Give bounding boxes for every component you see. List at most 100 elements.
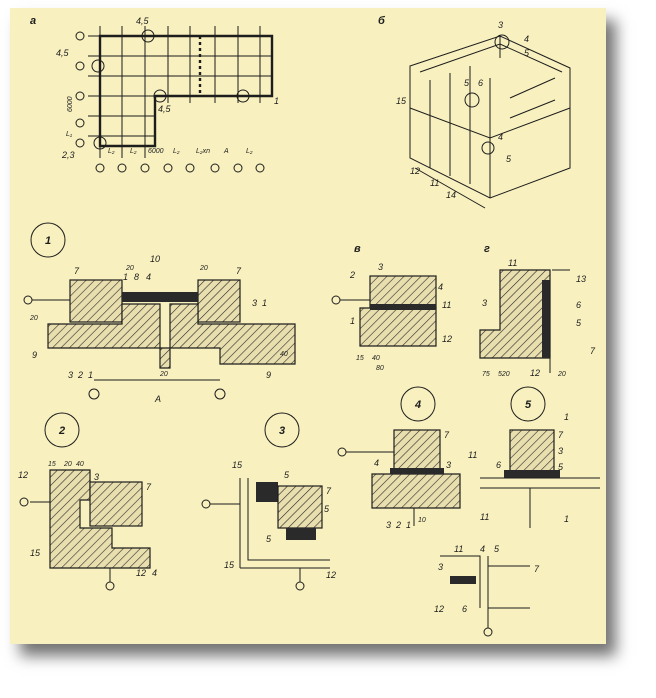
d1-label-3b: 3 [68,370,73,380]
plan-grid: а 4,5 4,5 4,5 1 2,3 6000 L₁ L₂ L₂ 6000 L… [30,15,279,173]
detail-1: 1 A 7 7 10 8 4 1 3 1 9 9 3 2 1 20 20 20 … [23,222,296,404]
d2-dim-20: 20 [63,461,72,468]
detail-2-number: 2 [58,425,65,437]
detail-3-number: 3 [279,425,285,437]
pv-label-11: 11 [442,300,451,310]
pg-dim-75: 75 [482,371,490,378]
d2-label-7: 7 [146,482,152,492]
panel-g-label: г [484,243,490,255]
iso-label-12: 12 [410,166,420,176]
detail-1-number: 1 [45,235,51,247]
ds-label-7: 7 [534,564,540,574]
detail-5-number: 5 [525,399,532,411]
plan-label-45-left: 4,5 [56,48,70,58]
d3-label-5c: 5 [266,534,272,544]
d1-dim-20a: 20 [125,265,134,272]
d1-label-7a: 7 [74,266,80,276]
pv-dim-40: 40 [372,355,380,362]
d2-label-12a: 12 [18,470,28,480]
d2-label-15: 15 [30,548,41,558]
d1-label-4: 4 [146,272,151,282]
d5-label-7: 7 [558,430,564,440]
d2-label-3: 3 [94,472,99,482]
ds-label-12: 12 [434,604,444,614]
panel-g: г 11 13 6 5 7 3 75 520 12 20 [479,243,596,378]
pv-label-4: 4 [438,282,443,292]
d1-label-9a: 9 [32,350,37,360]
pg-label-5: 5 [576,318,582,328]
iso-label-15: 15 [396,96,407,106]
plan-label-1: 1 [274,96,279,106]
detail-2-circle [44,412,80,448]
d1-label-1c: 1 [88,370,93,380]
d4-label-2: 2 [395,520,401,530]
d4-label-3: 3 [446,460,451,470]
detail-4: 4 7 11 3 4 3 2 1 10 [337,386,477,530]
panel-v: в 3 2 4 11 12 1 15 40 80 [331,243,452,372]
detail-4-number: 4 [414,399,421,411]
plan-label-23: 2,3 [61,150,75,160]
d1-dim-20d: 20 [159,371,168,378]
d5-label-5: 5 [558,462,564,472]
iso-label-5b: 5 [464,78,470,88]
iso-label-4: 4 [524,34,529,44]
panel-v-label: в [354,243,361,255]
d3-label-15a: 15 [232,460,243,470]
detail-5: 5 7 3 5 6 11 1 1 [480,386,600,528]
iso-label-3: 3 [498,20,503,30]
detail-1-circle [30,222,66,258]
d4-label-1: 1 [406,520,411,530]
ds-label-6: 6 [462,604,467,614]
drawing-sheet: а 4,5 4,5 4,5 1 2,3 6000 L₁ L₂ L₂ 6000 L… [10,8,606,644]
pv-dim-15: 15 [356,355,364,362]
d2-dim-40: 40 [76,461,84,468]
pg-label-11: 11 [508,258,517,268]
iso-label-5: 5 [524,48,530,58]
d5-label-3: 3 [558,446,563,456]
ds-label-11: 11 [454,544,463,554]
ds-label-4: 4 [480,544,485,554]
plan-l2-4: L₂ [246,148,253,155]
d4-label-3b: 3 [386,520,391,530]
d1-label-1: 1 [123,272,128,282]
section-A-label: A [154,394,161,404]
panel-b-label: б [378,15,386,27]
iso-label-5c: 5 [506,154,512,164]
ds-label-5: 5 [494,544,500,554]
detail-2: 2 12 3 7 15 12 4 20 15 40 [18,412,157,591]
plan-l2-1: L₂ [108,148,115,155]
detail-4-circle [400,386,436,422]
construction-drawing: а 4,5 4,5 4,5 1 2,3 6000 L₁ L₂ L₂ 6000 L… [18,15,600,637]
d3-label-5b: 5 [324,504,330,514]
d2-label-4: 4 [152,568,157,578]
pv-label-2: 2 [349,270,355,280]
pv-label-1: 1 [350,316,355,326]
ds-label-3: 3 [438,562,443,572]
d2-label-12b: 12 [136,568,146,578]
pg-label-13: 13 [576,274,586,284]
detail-small: 3 11 4 5 7 12 6 [434,544,540,637]
d3-label-15b: 15 [224,560,235,570]
pg-label-6: 6 [576,300,581,310]
detail-3-circle [264,412,300,448]
pg-label-3: 3 [482,298,487,308]
plan-l2-3: L₂ [173,148,180,155]
d1-label-1b: 1 [262,298,267,308]
d1-dim-20b: 20 [199,265,208,272]
d1-label-2: 2 [77,370,83,380]
pv-label-12: 12 [442,334,452,344]
d1-label-9b: 9 [266,370,271,380]
iso-label-6: 6 [478,78,483,88]
d5-label-6: 6 [496,460,501,470]
d3-label-5a: 5 [284,470,290,480]
detail-5-circle [510,386,546,422]
d5-label-1a: 1 [564,412,569,422]
pg-label-12: 12 [530,368,540,378]
plan-label-45-mid: 4,5 [158,104,172,114]
plan-dim-6000-bottom: 6000 [148,148,164,155]
iso-label-4b: 4 [498,132,503,142]
iso-label-11: 11 [430,178,439,188]
d5-label-1b: 1 [564,514,569,524]
d1-dim-40: 40 [280,351,288,358]
d1-dim-20c: 20 [29,315,38,322]
